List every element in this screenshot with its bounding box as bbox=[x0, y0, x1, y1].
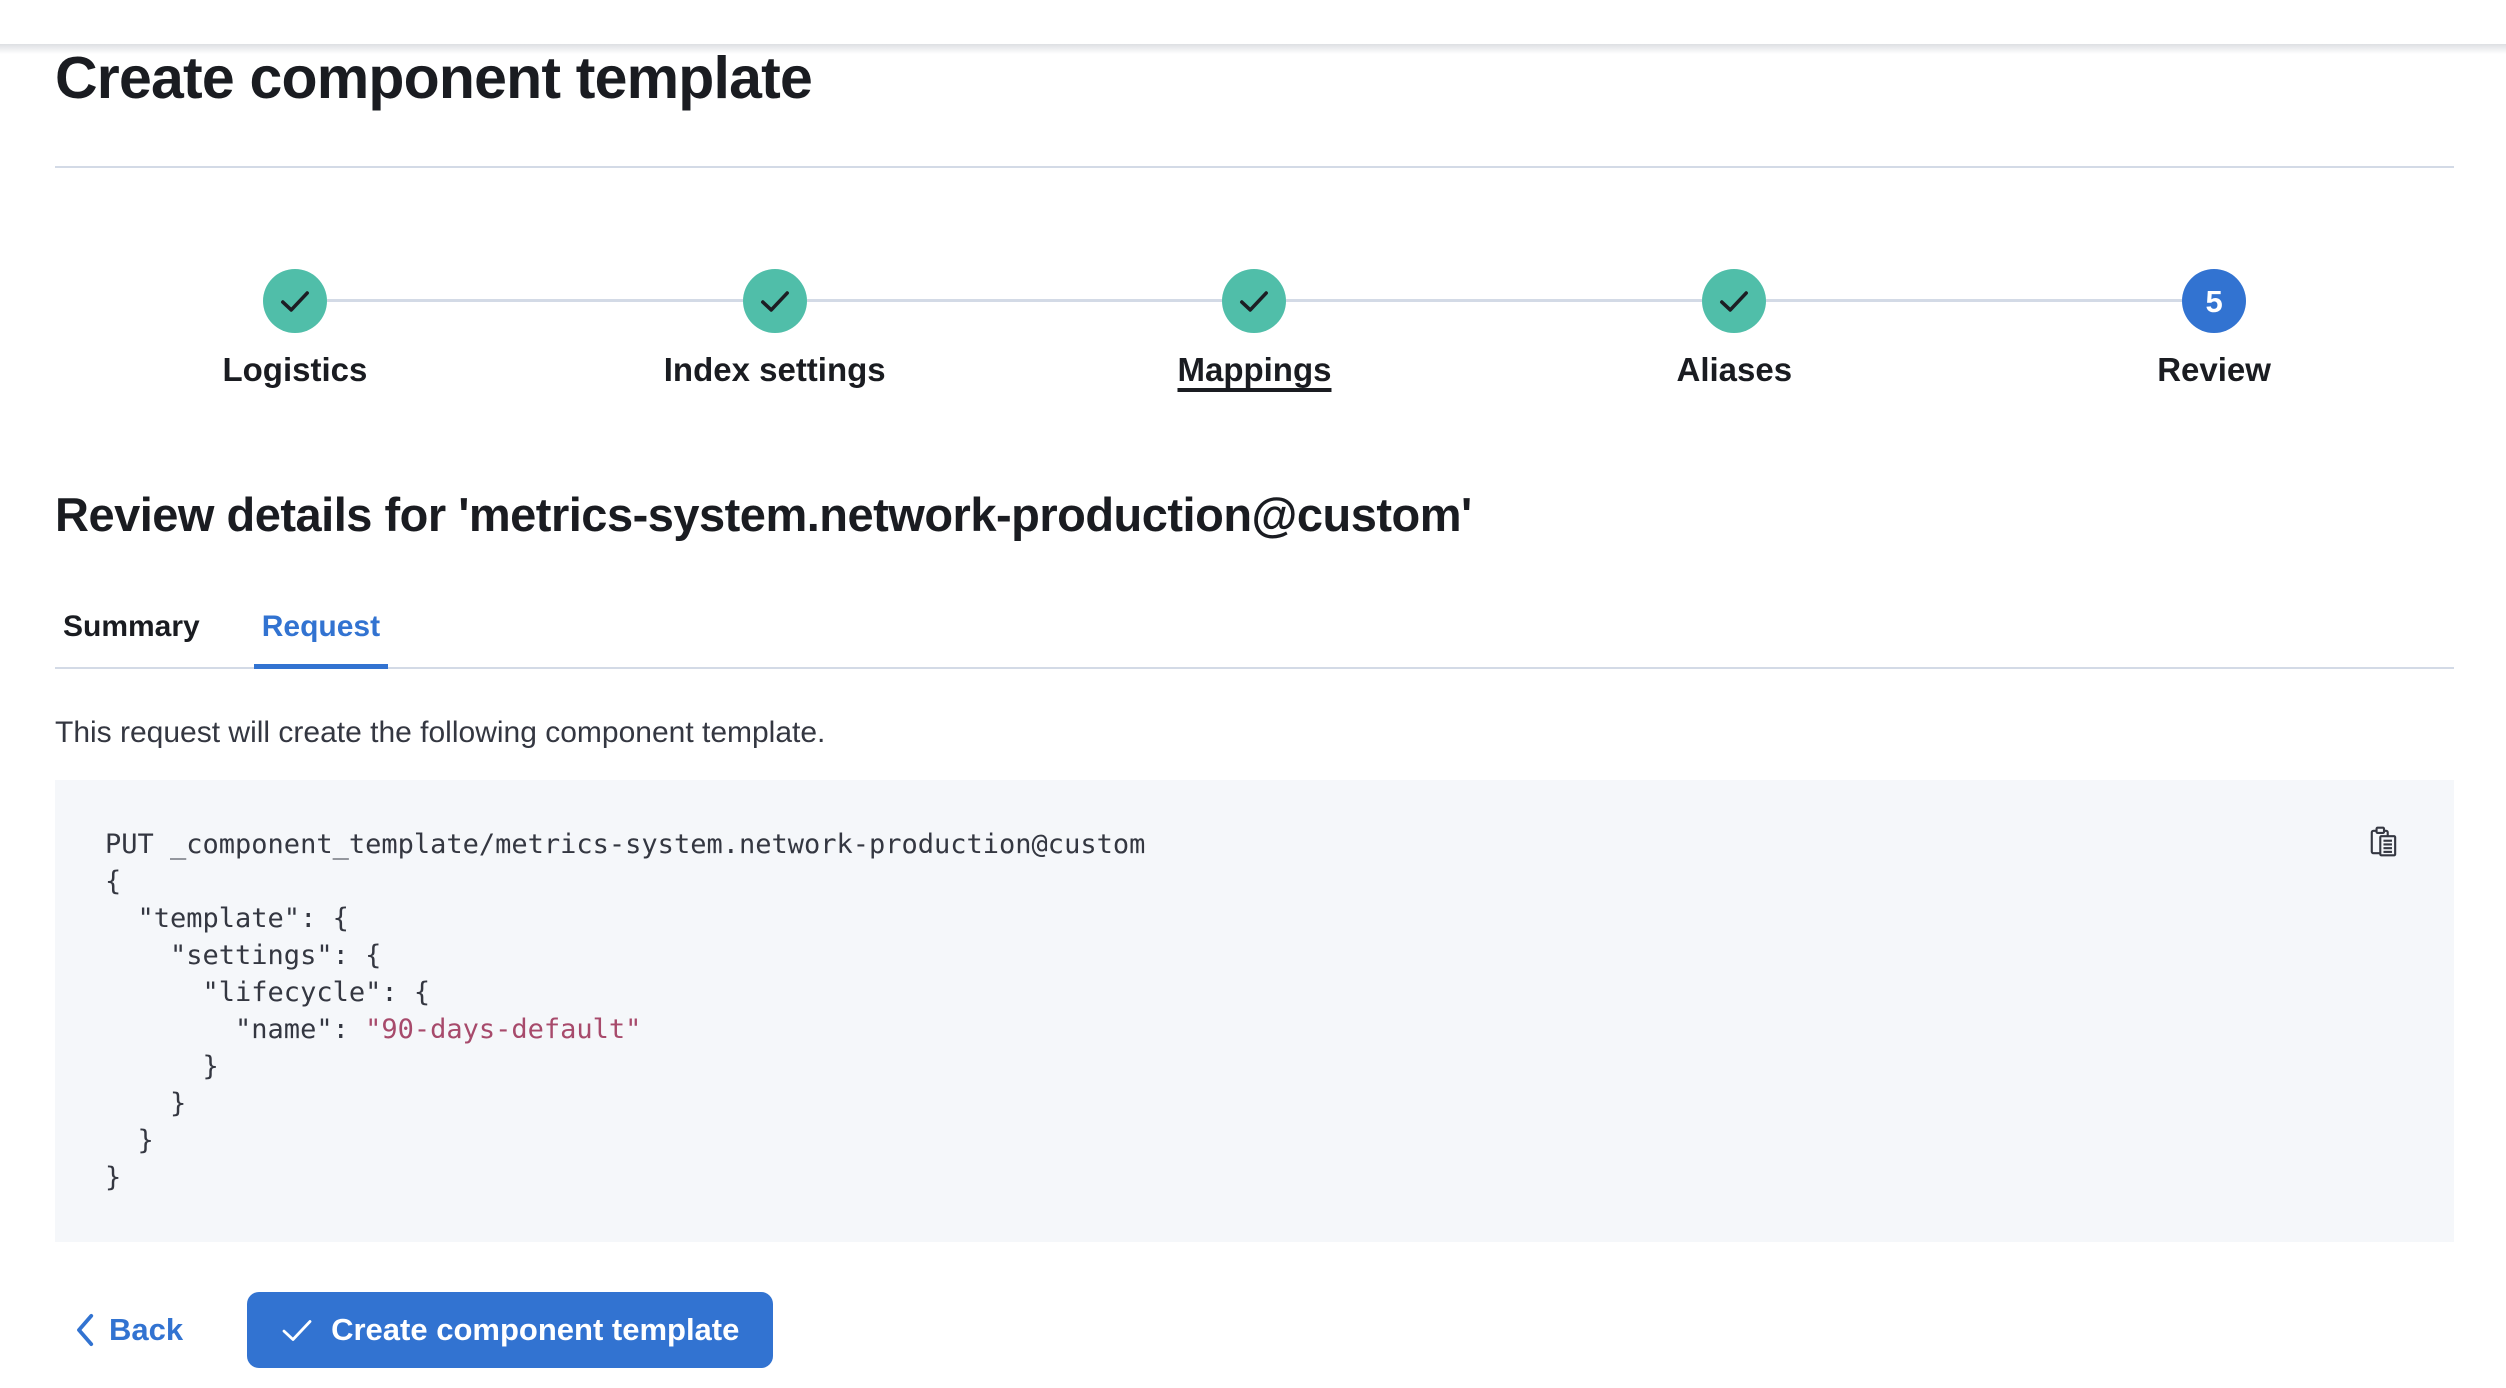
code-line: } bbox=[105, 1051, 219, 1082]
code-line: "lifecycle": { bbox=[105, 977, 431, 1008]
step-connector-line bbox=[1494, 299, 1703, 302]
active-tab-indicator bbox=[253, 664, 389, 669]
back-button[interactable]: Back bbox=[75, 1312, 183, 1348]
step-label: Aliases bbox=[1676, 351, 1793, 388]
tab-label: Request bbox=[261, 610, 381, 643]
step-connector-line bbox=[1014, 299, 1223, 302]
step-connector-line bbox=[326, 299, 535, 302]
step-current-circle: 5 bbox=[2182, 269, 2247, 333]
copy-clipboard-icon bbox=[2367, 825, 2401, 859]
stepper: Logistics Index settings Mappings bbox=[55, 269, 2454, 390]
check-icon bbox=[1239, 290, 1269, 313]
check-icon bbox=[280, 290, 310, 313]
check-icon bbox=[1719, 290, 1749, 313]
request-description: This request will create the following c… bbox=[55, 716, 826, 749]
check-icon bbox=[281, 1318, 313, 1343]
code-line: "settings": { bbox=[105, 940, 382, 971]
tab-request[interactable]: Request bbox=[253, 609, 389, 669]
create-button-label: Create component template bbox=[331, 1312, 740, 1347]
json-string-value: "90-days-default" bbox=[365, 1014, 642, 1045]
code-line: PUT _component_template/metrics-system.n… bbox=[105, 829, 1146, 860]
step-complete-circle bbox=[1222, 269, 1287, 333]
page-title: Create component template bbox=[55, 45, 813, 111]
code-line: { bbox=[105, 866, 122, 897]
title-divider bbox=[55, 166, 2454, 168]
step-connector-line bbox=[1974, 299, 2183, 302]
step-connector-line bbox=[534, 299, 743, 302]
code-key: "name": bbox=[105, 1014, 366, 1045]
step-connector-line bbox=[1766, 299, 1975, 302]
review-details-heading: Review details for 'metrics-system.netwo… bbox=[55, 488, 1472, 541]
step-connector-line bbox=[806, 299, 1015, 302]
step-connector-line bbox=[1286, 299, 1495, 302]
tab-label: Summary bbox=[63, 610, 200, 643]
tab-summary[interactable]: Summary bbox=[55, 609, 208, 667]
stepper-step-review[interactable]: 5 Review bbox=[1974, 269, 2454, 390]
copy-button[interactable] bbox=[2362, 820, 2406, 864]
step-label: Logistics bbox=[222, 351, 368, 388]
code-line: "name": "90-days-default" bbox=[105, 1011, 2404, 1048]
step-number: 5 bbox=[2205, 283, 2223, 319]
chevron-left-icon bbox=[75, 1313, 95, 1347]
stepper-step-aliases[interactable]: Aliases bbox=[1494, 269, 1975, 390]
request-code-block: PUT _component_template/metrics-system.n… bbox=[55, 780, 2454, 1242]
step-complete-circle bbox=[1702, 269, 1767, 333]
code-line: } bbox=[105, 1088, 187, 1119]
footer-actions: Back Create component template bbox=[55, 1292, 2454, 1368]
check-icon bbox=[760, 290, 790, 313]
back-button-label: Back bbox=[109, 1312, 184, 1347]
step-label: Mappings bbox=[1177, 351, 1332, 388]
create-component-template-button[interactable]: Create component template bbox=[247, 1292, 774, 1368]
tabs-bar: Summary Request bbox=[55, 609, 2454, 669]
step-label: Review bbox=[2157, 351, 2271, 388]
code-line: } bbox=[105, 1162, 122, 1193]
step-complete-circle bbox=[742, 269, 807, 333]
code-line: "template": { bbox=[105, 903, 349, 934]
step-label: Index settings bbox=[663, 351, 886, 388]
step-complete-circle bbox=[262, 269, 327, 333]
code-line: } bbox=[105, 1125, 154, 1156]
stepper-step-index-settings[interactable]: Index settings bbox=[534, 269, 1015, 390]
page-root: Create component template Logistics Inde… bbox=[0, 44, 2506, 1388]
stepper-step-logistics[interactable]: Logistics bbox=[55, 269, 535, 390]
stepper-step-mappings[interactable]: Mappings bbox=[1014, 269, 1495, 390]
